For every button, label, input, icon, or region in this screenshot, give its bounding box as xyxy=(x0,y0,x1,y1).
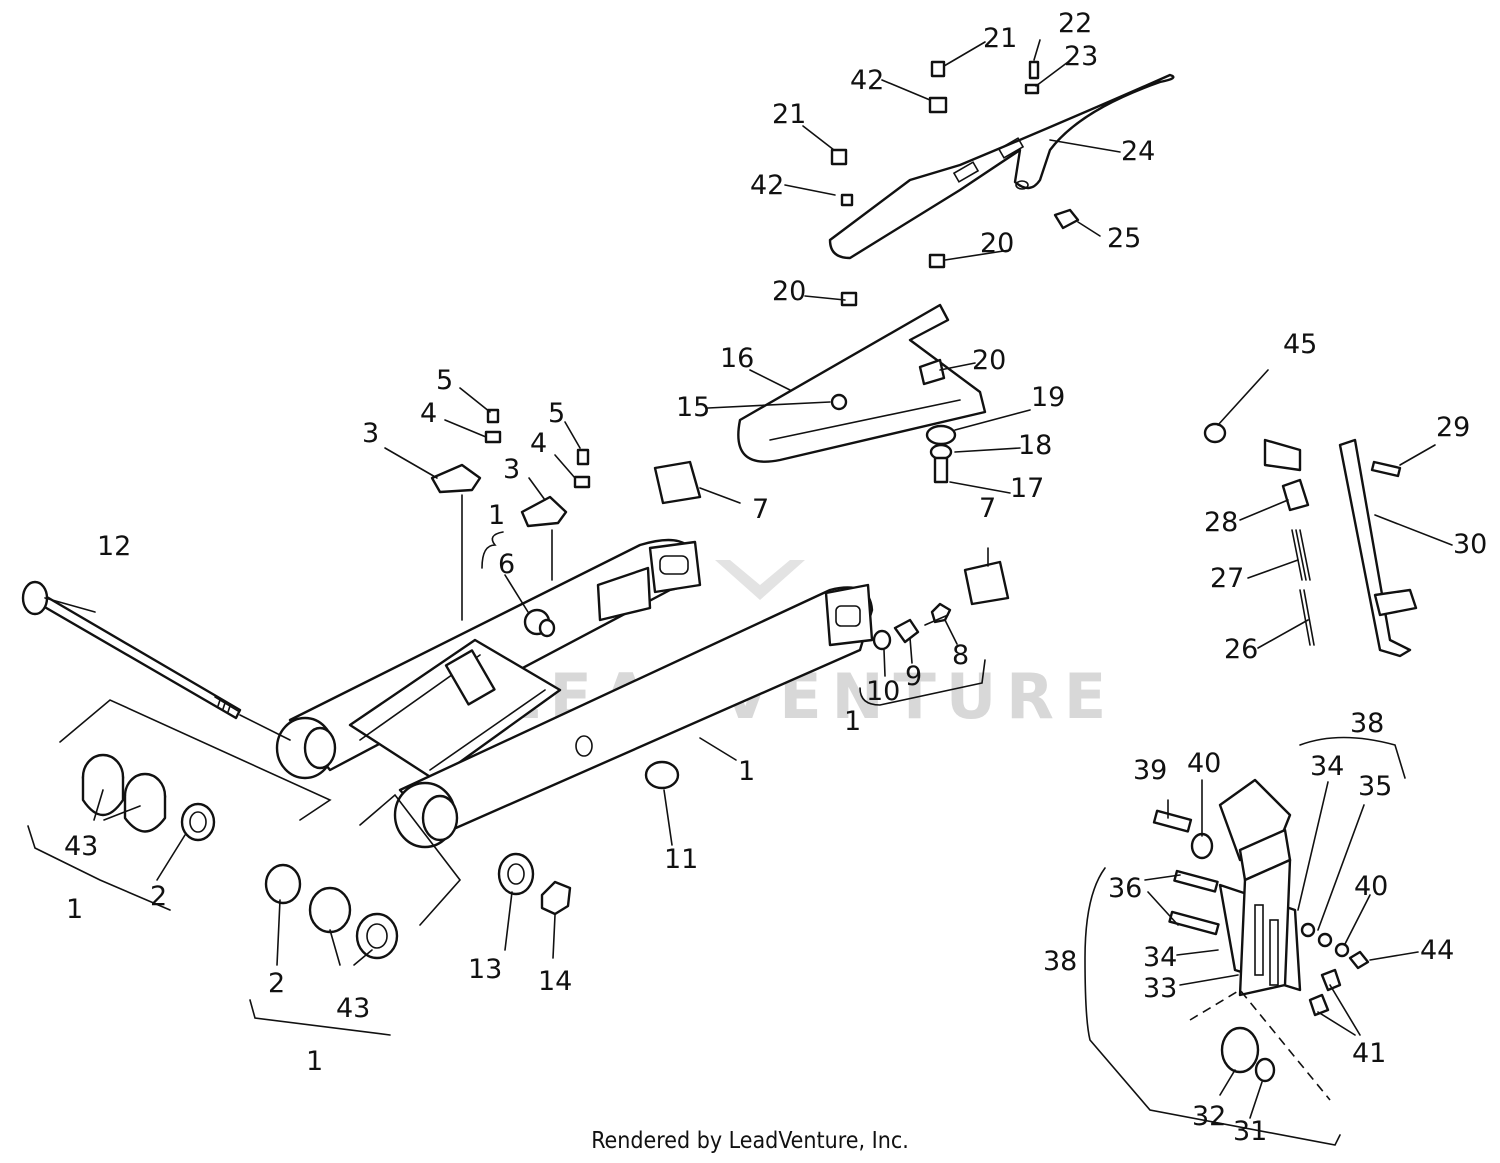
callout-44: 44 xyxy=(1420,935,1454,966)
guide-set-left xyxy=(430,408,502,621)
cap-icon xyxy=(644,760,680,790)
callout-8: 8 xyxy=(952,640,969,671)
pivot-shaft-part xyxy=(21,580,291,741)
swingarm-part xyxy=(275,538,874,849)
callout-17: 17 xyxy=(1010,473,1044,504)
callout-7: 7 xyxy=(979,493,996,524)
callout-2: 2 xyxy=(268,968,285,999)
callout-43: 43 xyxy=(64,831,98,862)
callout-20: 20 xyxy=(980,228,1014,259)
plate-left-icon xyxy=(653,460,702,505)
callout-34: 34 xyxy=(1310,751,1344,782)
callout-9: 9 xyxy=(905,661,922,692)
callout-30: 30 xyxy=(1453,529,1487,560)
nut-25-icon xyxy=(1053,208,1080,230)
callout-3: 3 xyxy=(503,454,520,485)
callout-7: 7 xyxy=(752,494,769,525)
callout-12: 12 xyxy=(97,531,131,562)
callout-41: 41 xyxy=(1352,1038,1386,1069)
callout-39: 39 xyxy=(1133,755,1167,786)
callout-20: 20 xyxy=(972,345,1006,376)
callout-1: 1 xyxy=(66,894,83,925)
callout-18: 18 xyxy=(1018,430,1052,461)
callout-33: 33 xyxy=(1143,973,1177,1004)
callout-11: 11 xyxy=(664,844,698,875)
plate-right-icon xyxy=(963,560,1010,606)
leader-lines xyxy=(44,39,1453,1119)
callout-3: 3 xyxy=(362,418,379,449)
left-bushing-set xyxy=(81,753,216,842)
callout-5: 5 xyxy=(548,398,565,429)
callout-20: 20 xyxy=(772,276,806,307)
sidestand-part xyxy=(1203,422,1418,658)
callout-4: 4 xyxy=(420,398,437,429)
callout-27: 27 xyxy=(1210,563,1244,594)
callout-43: 43 xyxy=(336,993,370,1024)
callout-40: 40 xyxy=(1354,871,1388,902)
callout-21: 21 xyxy=(772,99,806,130)
callout-38: 38 xyxy=(1043,946,1077,977)
callout-10: 10 xyxy=(866,676,900,707)
callout-23: 23 xyxy=(1064,41,1098,72)
callout-1: 1 xyxy=(306,1046,323,1077)
footer-credit: Rendered by LeadVenture, Inc. xyxy=(591,1128,909,1154)
callout-45: 45 xyxy=(1283,329,1317,360)
callout-16: 16 xyxy=(720,343,754,374)
bracket-line xyxy=(359,793,462,926)
callout-35: 35 xyxy=(1358,771,1392,802)
callout-24: 24 xyxy=(1121,136,1155,167)
callout-15: 15 xyxy=(676,392,710,423)
callout-6: 6 xyxy=(498,549,515,580)
callout-19: 19 xyxy=(1031,382,1065,413)
bracket-line xyxy=(59,699,332,821)
callout-28: 28 xyxy=(1204,507,1238,538)
callout-labels: 1 1 1 1 1 2 2 3 3 4 4 5 5 6 7 7 8 9 10 1… xyxy=(64,8,1487,1147)
callout-36: 36 xyxy=(1108,873,1142,904)
callout-13: 13 xyxy=(468,954,502,985)
callout-1: 1 xyxy=(844,706,861,737)
watermark-logo-icon xyxy=(715,560,805,600)
guide-set-right xyxy=(520,448,591,581)
callout-34: 34 xyxy=(1143,942,1177,973)
assembly-38-part xyxy=(1152,778,1370,1101)
callout-32: 32 xyxy=(1192,1101,1226,1132)
chain-guard-part xyxy=(737,303,987,463)
callout-29: 29 xyxy=(1436,412,1470,443)
brackets xyxy=(27,531,1406,1146)
chain-case-part xyxy=(828,73,1175,260)
callout-21: 21 xyxy=(983,23,1017,54)
callout-22: 22 xyxy=(1058,8,1092,39)
callout-4: 4 xyxy=(530,428,547,459)
callout-1: 1 xyxy=(738,756,755,787)
right-bushing-set xyxy=(264,863,399,960)
callout-5: 5 xyxy=(436,365,453,396)
callout-42: 42 xyxy=(750,170,784,201)
callout-14: 14 xyxy=(538,966,572,997)
washer-13-nut-14 xyxy=(497,852,572,916)
callout-40: 40 xyxy=(1187,748,1221,779)
callout-25: 25 xyxy=(1107,223,1141,254)
chain-guard-fasteners xyxy=(918,358,957,484)
callout-31: 31 xyxy=(1233,1116,1267,1147)
callout-38: 38 xyxy=(1350,708,1384,739)
callout-26: 26 xyxy=(1224,634,1258,665)
callout-42: 42 xyxy=(850,65,884,96)
callout-2: 2 xyxy=(150,881,167,912)
callout-1: 1 xyxy=(488,500,505,531)
